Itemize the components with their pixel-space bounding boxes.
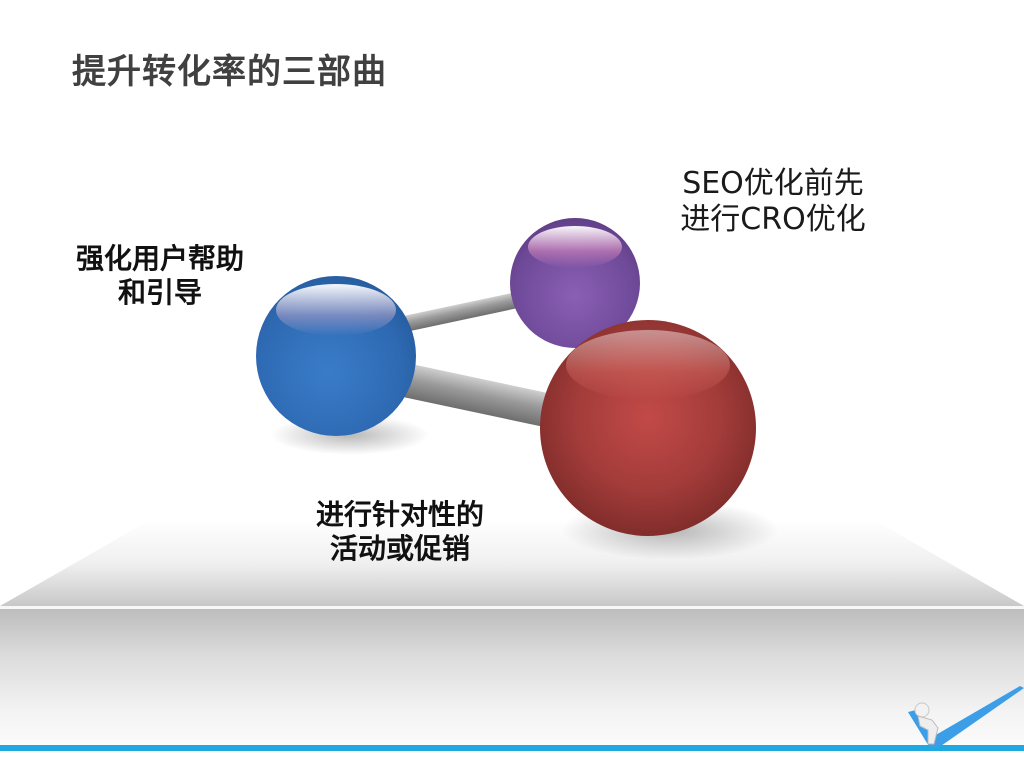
label-targeted-promotion: 进行针对性的 活动或促销 [290, 498, 510, 566]
label-line: 和引导 [117, 276, 202, 309]
label-line: 进行CRO优化 [680, 202, 866, 237]
label-line: 强化用户帮助 [75, 242, 244, 275]
sphere-highlight [528, 226, 622, 268]
label-line: SEO优化前先 [682, 166, 864, 201]
label-line: 活动或促销 [329, 532, 470, 565]
label-seo-cro: SEO优化前先 进行CRO优化 [658, 166, 888, 238]
connector-rod-blue-purple [393, 290, 529, 334]
person-checkmark-icon [908, 686, 1024, 748]
sphere-highlight [276, 284, 396, 336]
blue-sphere [256, 276, 416, 436]
footer-base [0, 751, 1024, 768]
platform-front [0, 609, 1024, 745]
label-user-help: 强化用户帮助 和引导 [50, 242, 270, 310]
platform-top [0, 520, 1024, 606]
label-line: 进行针对性的 [315, 498, 484, 531]
footer-accent-line [0, 745, 1024, 751]
slide-title: 提升转化率的三部曲 [72, 52, 387, 92]
platform-edge [0, 606, 1024, 609]
sphere-highlight [566, 330, 730, 400]
red-sphere [540, 320, 756, 536]
